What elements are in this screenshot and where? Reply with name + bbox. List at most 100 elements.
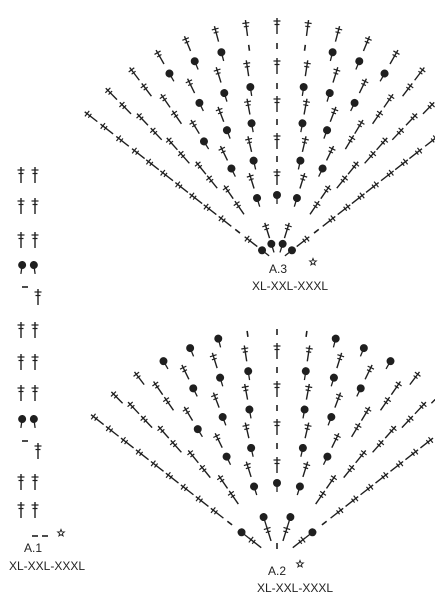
treble-crochet-symbol — [419, 436, 434, 449]
bobble-dot-symbol — [237, 528, 250, 539]
bobble-dot-symbol — [165, 69, 175, 82]
treble-crochet-symbol — [209, 352, 218, 369]
treble-crochet-symbol — [273, 169, 281, 185]
treble-crochet-symbol — [170, 110, 183, 125]
treble-crochet-symbol — [325, 145, 336, 161]
bobble-dot-symbol — [329, 373, 338, 387]
treble-crochet-symbol — [177, 150, 190, 164]
bobble-dot-symbol — [214, 334, 223, 348]
treble-crochet-symbol — [394, 158, 409, 171]
treble-crochet-symbol — [31, 167, 39, 183]
treble-crochet-symbol — [17, 167, 25, 183]
treble-crochet-symbol — [292, 536, 306, 549]
treble-crochet-symbol — [389, 49, 400, 65]
bobble-dot-symbol — [218, 412, 227, 426]
treble-crochet-symbol — [320, 185, 332, 200]
treble-crochet-symbol — [218, 215, 232, 227]
treble-crochet-symbol — [222, 185, 234, 200]
treble-crochet-symbol — [31, 322, 39, 338]
treble-crochet-symbol — [127, 401, 140, 415]
treble-crochet-symbol — [299, 173, 308, 189]
treble-crochet-symbol — [263, 525, 272, 542]
chain-dash-symbol — [305, 330, 308, 337]
treble-crochet-symbol — [31, 474, 39, 490]
bobble-dot-symbol — [278, 239, 287, 253]
treble-crochet-symbol — [325, 474, 338, 489]
treble-crochet-symbol — [409, 371, 421, 386]
treble-crochet-symbol — [189, 192, 203, 205]
diagram-a2-sizes: XL-XXL-XXXL — [256, 581, 334, 595]
treble-crochet-symbol — [246, 173, 255, 189]
treble-crochet-symbol — [365, 181, 380, 193]
bobble-dot-symbol — [273, 191, 281, 204]
treble-crochet-symbol — [31, 502, 39, 518]
bobble-dot-symbol — [328, 48, 337, 62]
bobble-dot-symbol — [29, 415, 38, 429]
treble-crochet-symbol — [199, 464, 211, 479]
diagram-a2-label: A.2 — [267, 564, 287, 578]
treble-crochet-symbol — [330, 507, 344, 519]
treble-crochet-symbol — [218, 145, 229, 161]
treble-crochet-symbol — [210, 507, 224, 519]
treble-crochet-symbol — [31, 232, 39, 248]
bobble-dot-symbol — [190, 57, 199, 70]
bobble-dot-symbol — [246, 83, 255, 97]
treble-crochet-symbol — [390, 381, 402, 396]
chain-dash-symbol — [321, 520, 328, 526]
bobble-dot-symbol — [199, 137, 210, 150]
bobble-dot-symbol — [385, 357, 395, 370]
diagram-a1-label: A.1 — [23, 541, 43, 555]
treble-crochet-symbol — [169, 439, 182, 453]
treble-crochet-symbol — [358, 78, 369, 94]
treble-crochet-symbol — [304, 422, 312, 439]
treble-crochet-symbol — [336, 175, 349, 189]
treble-crochet-symbol — [84, 110, 98, 123]
treble-crochet-symbol — [322, 215, 336, 227]
treble-crochet-symbol — [211, 392, 220, 408]
treble-crochet-symbol — [215, 106, 225, 123]
bobble-dot-symbol — [186, 344, 195, 357]
treble-crochet-symbol — [248, 536, 262, 549]
treble-crochet-symbol — [120, 436, 135, 449]
chain-dash-symbol — [246, 330, 249, 337]
treble-crochet-symbol — [152, 381, 164, 396]
treble-crochet-symbol — [401, 415, 414, 429]
treble-crochet-symbol — [354, 119, 365, 135]
treble-crochet-symbol — [390, 460, 404, 472]
treble-crochet-symbol — [213, 67, 222, 83]
treble-crochet-symbol — [424, 135, 435, 147]
bobble-dot-symbol — [249, 156, 258, 170]
treble-crochet-symbol — [105, 425, 120, 437]
treble-crochet-symbol — [203, 203, 217, 216]
treble-crochet-symbol — [332, 67, 341, 83]
bobble-dot-symbol — [325, 89, 334, 102]
bobble-dot-symbol — [247, 119, 256, 133]
bobble-dot-symbol — [359, 344, 368, 357]
treble-crochet-symbol — [273, 381, 281, 397]
bobble-dot-symbol — [18, 415, 27, 429]
treble-crochet-symbol — [115, 135, 130, 147]
diagram-a2 — [90, 329, 435, 568]
treble-crochet-symbol — [414, 401, 427, 415]
treble-crochet-symbol — [305, 383, 313, 400]
treble-crochet-symbol — [211, 25, 220, 42]
treble-crochet-symbol — [351, 192, 365, 205]
diagram-a3 — [84, 18, 435, 266]
bobble-dot-symbol — [222, 126, 231, 139]
treble-crochet-symbol — [17, 502, 25, 518]
bobble-dot-symbol — [356, 384, 365, 397]
treble-crochet-symbol — [31, 198, 39, 214]
treble-crochet-symbol — [380, 169, 395, 182]
treble-crochet-symbol — [331, 432, 341, 448]
treble-crochet-symbol — [34, 289, 42, 305]
treble-crochet-symbol — [273, 96, 281, 112]
treble-crochet-symbol — [303, 60, 311, 77]
bobble-dot-symbol — [292, 194, 301, 207]
treble-crochet-symbol — [379, 396, 392, 411]
start-star-icon — [56, 528, 66, 537]
bobble-dot-symbol — [298, 443, 307, 457]
treble-crochet-symbol — [17, 354, 25, 370]
bobble-dot-symbol — [253, 194, 262, 207]
bobble-dot-symbol — [217, 48, 226, 62]
